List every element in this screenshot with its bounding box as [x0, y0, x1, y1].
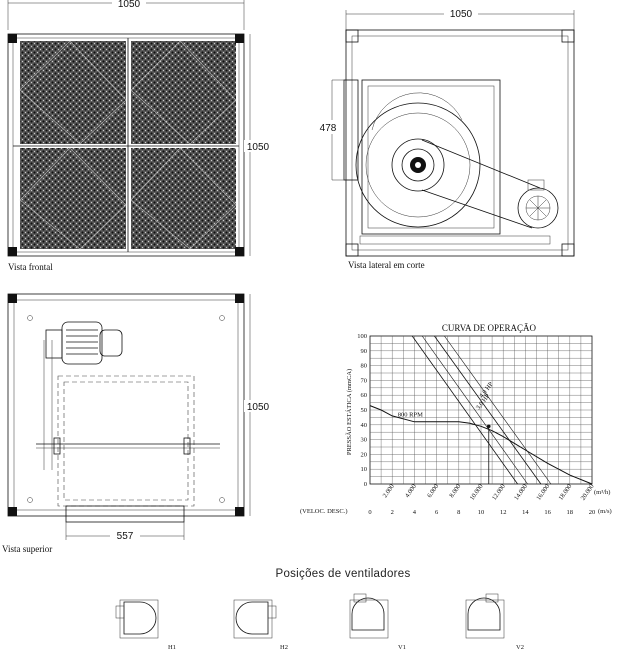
x-tick-label: 10.000 [469, 483, 485, 502]
velocity-tick-label: 0 [368, 509, 371, 516]
x-tick-label: 4.000 [404, 483, 418, 499]
y-tick-label: 30 [361, 437, 368, 444]
velocity-tick-label: 12 [500, 509, 507, 516]
front-view-caption: Vista frontal [8, 262, 53, 272]
x-tick-label: 14.000 [513, 483, 529, 502]
x-tick-label: 18.000 [557, 483, 573, 502]
velocity-tick-label: 4 [413, 509, 417, 516]
position-v2: V2 [465, 593, 524, 651]
y-tick-label: 0 [364, 481, 367, 488]
x-tick-label: 12.000 [491, 483, 507, 502]
top-bottom-dimension: 557 [65, 522, 185, 542]
side-inner-label: 478 [320, 123, 337, 134]
top-height-dimension: 1050 [244, 294, 272, 516]
filter-panel [131, 41, 236, 144]
front-height-label: 1050 [247, 142, 270, 153]
x-tick-label: 8.000 [448, 483, 462, 499]
fan-housing [361, 79, 501, 235]
x-tick-label: 6.000 [426, 483, 440, 499]
velocity-tick-label: 14 [522, 509, 529, 516]
side-view: 1050 478 Vista late [316, 8, 575, 270]
y-tick-label: 70 [361, 377, 368, 384]
velocity-axis-unit: (m/s) [598, 508, 612, 515]
motor-body [61, 321, 103, 365]
power-line-edge [444, 335, 552, 485]
chart-title: CURVA DE OPERAÇÃO [442, 323, 537, 333]
filter-panel [131, 148, 236, 249]
y-tick-label: 20 [361, 451, 368, 458]
operating-point [486, 424, 491, 429]
velocity-tick-label: 8 [457, 509, 460, 516]
front-view: 1050 1050 Vista frontal [7, 0, 272, 272]
power-line-edge [421, 335, 528, 485]
front-width-dimension: 1050 [7, 0, 245, 30]
side-casing [345, 29, 575, 257]
velocity-tick-label: 16 [544, 509, 551, 516]
position-label: H1 [168, 644, 176, 651]
position-h1: H1 [115, 599, 176, 651]
fan-outlet [65, 505, 185, 523]
top-view: 1050 557 Vista superior [2, 293, 272, 554]
velocity-tick-label: 2 [391, 509, 394, 516]
position-label: V1 [398, 644, 406, 651]
top-height-label: 1050 [247, 402, 270, 413]
power-line [434, 335, 542, 485]
series-label-800rpm: 800 RPM [398, 412, 423, 419]
power-line [411, 335, 518, 485]
y-tick-label: 60 [361, 392, 368, 399]
side-width-dimension: 1050 [345, 8, 575, 30]
x-tick-label: 16.000 [535, 483, 551, 502]
filter-panel [20, 148, 126, 249]
side-view-caption: Vista lateral em corte [348, 260, 425, 270]
motor-pulley [517, 187, 559, 229]
velocity-tick-label: 18 [567, 509, 574, 516]
top-frame [7, 293, 245, 517]
velocity-axis-label: (VELOC. DESC.) [300, 508, 347, 515]
x-tick-label: 2.000 [382, 483, 396, 499]
position-label: V2 [516, 644, 524, 651]
position-label: H2 [280, 644, 288, 651]
velocity-tick-label: 6 [435, 509, 439, 516]
chart-xlabel-unit: (m³/h) [594, 489, 610, 496]
operation-curve-chart: CURVA DE OPERAÇÃO PRESSÃO ESTÁTICA (mmCA… [300, 323, 612, 516]
y-tick-label: 80 [361, 363, 368, 370]
position-h2: H2 [233, 599, 288, 651]
velocity-tick-label: 10 [478, 509, 485, 516]
y-tick-label: 50 [361, 407, 368, 414]
y-tick-label: 40 [361, 422, 368, 429]
top-bottom-label: 557 [117, 531, 134, 542]
front-height-dimension: 1050 [244, 34, 272, 256]
filter-panel [20, 41, 126, 144]
y-tick-label: 100 [357, 333, 367, 340]
position-v1: V1 [349, 593, 406, 651]
y-tick-label: 90 [361, 348, 368, 355]
top-view-caption: Vista superior [2, 544, 52, 554]
positions-title: Posições de ventiladores [275, 568, 410, 580]
side-width-label: 1050 [450, 9, 473, 20]
fan-positions: Posições de ventiladores H1 H2 V1 V2 [115, 568, 524, 651]
fan-scroll [355, 102, 481, 228]
chart-ylabel: PRESSÃO ESTÁTICA (mmCA) [345, 369, 353, 455]
y-tick-label: 10 [361, 466, 368, 473]
velocity-tick-label: 20 [589, 509, 596, 516]
front-width-label: 1050 [118, 0, 141, 10]
